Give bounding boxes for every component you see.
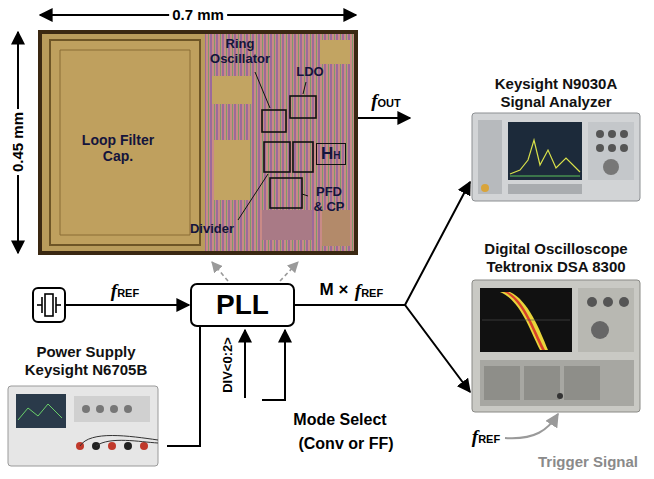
signal-name: fREF [472,427,500,446]
dimension-label: 0.45 mm [9,109,26,175]
note-label: Trigger Signal [538,453,638,470]
dimension-arrow [18,15,356,253]
instrument-box: Power Supply Keysight N6705B [5,343,167,470]
oscilloscope-picture [472,280,640,438]
signal-analyzer-picture [472,113,640,201]
signal-wire [295,305,470,392]
signal-name: M × [320,280,349,300]
circuit-block-box: HH [316,143,346,165]
signal-wire [167,327,200,446]
block-label: PFD & CP [311,185,347,215]
instrument-box: Keysight N9030A Signal Analyzer [470,75,642,202]
pin-name: DIV<0:2> [221,337,236,393]
control-label: Mode Select [293,411,386,429]
signal-wire [295,182,470,305]
node-text: Power Supply Keysight N6705B [14,343,159,379]
node-text: Keysight N9030A Signal Analyzer [481,75,631,111]
node-text: Digital Oscilloscope Tektronix DSA 8300 [476,240,636,276]
control-arrow [245,330,285,400]
block-label: Divider [190,222,234,237]
node-text: HH [321,145,341,162]
signal-name: fOUT [371,91,401,110]
block-label: LDO [296,65,323,80]
node-text: PLL [216,291,269,319]
power-supply-picture [8,386,158,466]
chip-micrograph [38,30,358,255]
signal-name: fREF [111,281,139,300]
signal-name: fREF [355,281,383,300]
block-label: Loop Filter Cap. [73,132,163,164]
dimension-label: 0.7 mm [169,6,227,23]
dashed-pointer [212,262,298,281]
pll-box: PLL [190,283,295,327]
instrument-box: Digital Oscilloscope Tektronix DSA 8300 [470,240,642,418]
control-label: (Conv or FF) [298,435,393,453]
output-arrow [358,118,410,119]
block-label: Ring Oscillator [201,37,279,67]
